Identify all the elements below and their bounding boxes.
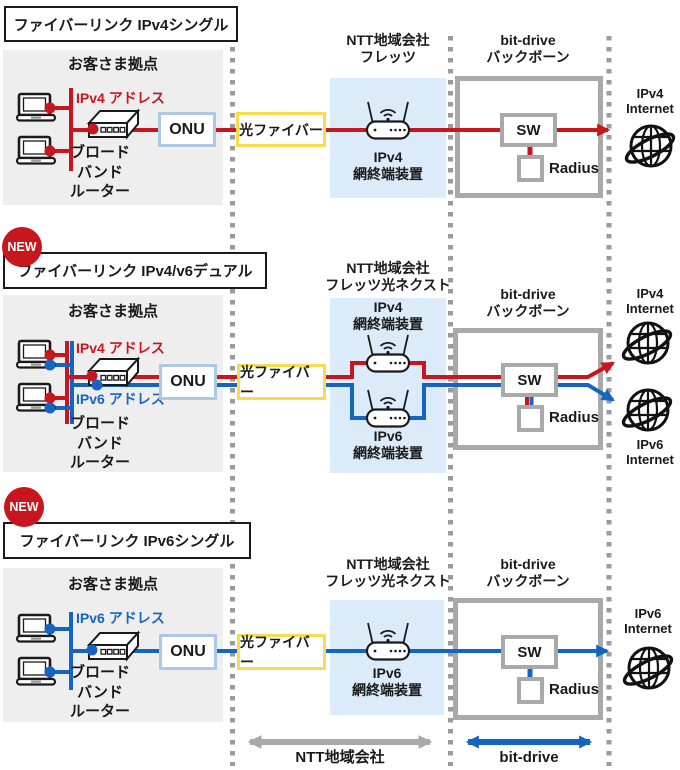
backbone-header: bit-drive バックボーン xyxy=(486,286,570,319)
ntt-span-label: NTT地域会社 xyxy=(295,749,385,766)
wifi-router-icon-ipv4 xyxy=(365,100,411,140)
ipv6-nte-label: IPv6 網終端装置 xyxy=(352,665,422,698)
section2-title: ファイバーリンク IPv4/v6デュアル xyxy=(3,252,267,289)
ipv4-nte-label: IPv4 網終端装置 xyxy=(353,299,423,332)
radius-node xyxy=(517,405,544,432)
ipv4-internet-label: IPv4 Internet xyxy=(626,286,674,317)
radius-node xyxy=(517,155,544,182)
radius-label: Radius xyxy=(549,160,600,177)
broadband-router-label: ブロード バンド ルーター xyxy=(69,144,130,200)
wifi-router-icon-ipv6 xyxy=(365,388,411,428)
ipv6-internet-label: IPv6 Internet xyxy=(624,606,672,637)
fiber-node: 光ファイバー xyxy=(237,634,326,670)
wifi-router-icon-ipv6 xyxy=(365,621,411,661)
ipv4-nte-label: IPv4 網終端装置 xyxy=(353,149,423,182)
sw-node: SW xyxy=(501,635,558,669)
globe-icon-ipv6single xyxy=(619,646,677,692)
radius-node xyxy=(517,677,544,704)
radius-label: Radius xyxy=(549,681,600,698)
section3-title: ファイバーリンク IPv6シングル xyxy=(3,522,251,559)
globe-icon-dual-ipv4 xyxy=(618,321,676,367)
fiber-node: 光ファイバー xyxy=(237,364,326,400)
ntt-header: NTT地域会社 フレッツ xyxy=(346,32,430,65)
section2-dual-lines xyxy=(49,341,615,424)
onu-node: ONU xyxy=(159,364,217,400)
customer-site-label: お客さま拠点 xyxy=(67,303,158,320)
globe-icon-ipv4single xyxy=(621,124,679,170)
ipv4-address-label: IPv4 アドレス xyxy=(76,90,165,106)
onu-node: ONU xyxy=(159,634,217,670)
ntt-header: NTT地域会社 フレッツ光ネクスト xyxy=(325,556,451,589)
ipv6-address-label: IPv6 アドレス xyxy=(76,610,165,626)
customer-site-label: お客さま拠点 xyxy=(67,56,158,73)
backbone-header: bit-drive バックボーン xyxy=(486,32,570,65)
onu-node: ONU xyxy=(158,112,216,147)
fiber-node: 光ファイバー xyxy=(236,112,326,147)
ipv4-address-label: IPv4 アドレス xyxy=(76,340,165,356)
radius-label: Radius xyxy=(549,409,600,426)
customer-site-label: お客さま拠点 xyxy=(67,576,158,593)
ipv6-internet-label: IPv6 Internet xyxy=(626,437,674,468)
broadband-router-label: ブロード バンド ルーター xyxy=(69,415,130,471)
broadband-router-label: ブロード バンド ルーター xyxy=(69,664,130,720)
sw-node: SW xyxy=(500,113,557,147)
new-badge: NEW xyxy=(4,487,44,527)
connection-dots xyxy=(44,102,103,678)
ipv6-main-line xyxy=(72,383,615,420)
broadband-router-icon xyxy=(88,632,139,660)
ipv4-internet-label: IPv4 Internet xyxy=(626,86,674,117)
ntt-header: NTT地域会社 フレッツ光ネクスト xyxy=(325,260,451,293)
bitdrive-span-label: bit-drive xyxy=(499,749,559,766)
ipv4-main-line xyxy=(67,361,615,379)
section1-title: ファイバーリンク IPv4シングル xyxy=(4,6,238,42)
ipv6-address-label: IPv6 アドレス xyxy=(76,391,165,407)
sw-node: SW xyxy=(501,363,558,397)
wifi-router-icon-ipv4 xyxy=(365,333,411,373)
new-badge: NEW xyxy=(2,227,42,267)
globe-icon-dual-ipv6 xyxy=(618,388,676,434)
ipv6-nte-label: IPv6 網終端装置 xyxy=(353,428,423,461)
backbone-header: bit-drive バックボーン xyxy=(486,556,570,589)
